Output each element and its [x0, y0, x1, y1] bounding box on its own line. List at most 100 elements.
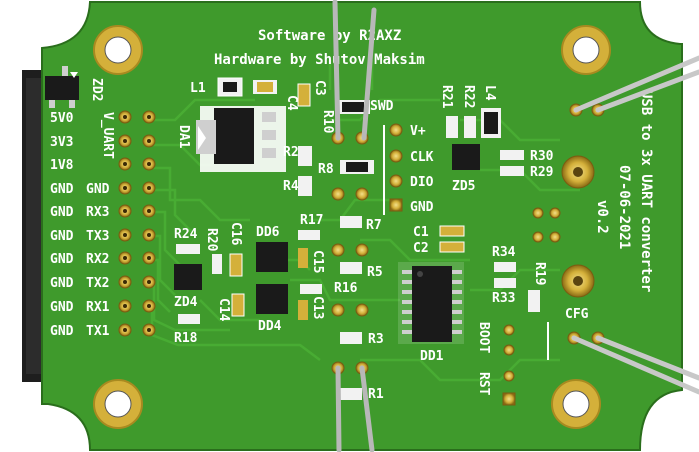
boot-rst-pads — [502, 324, 516, 406]
c1-component — [439, 225, 465, 237]
label-r17: R17 — [300, 213, 323, 228]
label-r16: R16 — [334, 281, 358, 296]
label-c1: C1 — [413, 225, 429, 240]
r16-component — [300, 284, 322, 294]
label-c2: C2 — [413, 241, 429, 256]
label-dd6: DD6 — [256, 225, 280, 240]
version-label: v0.2 — [594, 200, 610, 234]
swd-pin-dio: DIO — [410, 175, 434, 190]
label-r19: R19 — [532, 262, 547, 285]
label-r20: R20 — [204, 228, 219, 252]
header-line-2: Hardware by Shutov Maksim — [214, 52, 425, 68]
label-c13: C13 — [310, 296, 325, 319]
zd5-component — [452, 144, 480, 170]
vias-right — [532, 207, 561, 243]
dd4-chip — [256, 284, 288, 314]
label-r3: R3 — [368, 332, 384, 347]
label-c14: C14 — [216, 298, 231, 322]
c16-component — [229, 253, 243, 277]
label-dd1: DD1 — [420, 349, 444, 364]
swd-pin-clk: CLK — [410, 150, 434, 165]
label-c15: C15 — [310, 250, 325, 273]
swd-pads — [389, 123, 403, 212]
label-c16: C16 — [228, 222, 243, 246]
dd1-chip — [398, 262, 464, 344]
wire-leads — [332, 0, 699, 452]
r33-component — [494, 278, 516, 288]
r22-component — [464, 116, 476, 138]
center-vias — [331, 131, 369, 375]
side-title: USB to 3x UART converter — [638, 90, 654, 292]
label-gnd-4: GND — [50, 252, 74, 267]
label-r33: R33 — [492, 291, 515, 306]
mounting-hole-top-left — [93, 25, 143, 75]
pin-header-left — [118, 110, 156, 337]
label-r30: R30 — [530, 149, 554, 164]
label-r8: R8 — [318, 162, 334, 177]
label-rx3: RX3 — [86, 205, 109, 220]
label-r21: R21 — [439, 85, 454, 109]
version-group: v0.2 — [594, 200, 610, 234]
da1-regulator — [196, 106, 286, 172]
date-label: 07-06-2021 — [616, 165, 632, 249]
label-c3: C3 — [312, 80, 327, 96]
c2-component — [439, 241, 465, 253]
label-l4: L4 — [482, 85, 497, 101]
label-r29: R29 — [530, 165, 553, 180]
l1-component — [217, 77, 277, 97]
r1-component — [340, 388, 362, 400]
label-gnd-7: GND — [50, 324, 74, 339]
label-r34: R34 — [492, 245, 516, 260]
mounting-hole-top-right — [561, 25, 611, 75]
r18-component — [178, 314, 200, 324]
label-gnd-2: GND — [50, 205, 74, 220]
r10-body — [342, 102, 364, 112]
r5-component — [340, 262, 362, 274]
label-r7: R7 — [366, 218, 382, 233]
label-r10: R10 — [320, 110, 335, 134]
r20-component — [212, 254, 222, 274]
header-line-1: Software by R2AXZ — [258, 28, 401, 44]
swd-title: SWD — [370, 99, 394, 114]
date-group: 07-06-2021 — [616, 165, 632, 249]
c13-component — [298, 300, 308, 320]
label-r18: R18 — [174, 331, 198, 346]
r2-component — [298, 146, 312, 166]
mounting-hole-bottom-right — [551, 379, 601, 429]
label-c4: C4 — [284, 95, 299, 111]
label-3v3: 3V3 — [50, 135, 73, 150]
r17-component — [298, 230, 320, 240]
zd2-component — [45, 66, 79, 108]
zd4-chip — [174, 264, 202, 290]
label-da1: DA1 — [176, 125, 191, 149]
r3-component — [340, 332, 362, 344]
label-rx1: RX1 — [86, 300, 110, 315]
label-tx2: TX2 — [86, 276, 109, 291]
label-zd4: ZD4 — [174, 295, 198, 310]
label-r2: R2 — [283, 145, 299, 160]
r29-component — [500, 166, 524, 176]
c15-component — [298, 248, 308, 268]
label-1v8: 1V8 — [50, 158, 74, 173]
label-r4: R4 — [283, 179, 299, 194]
label-gnd-5: GND — [50, 276, 74, 291]
label-tx3: TX3 — [86, 229, 109, 244]
label-boot: BOOT — [476, 322, 491, 353]
label-zd5: ZD5 — [452, 179, 475, 194]
swd-pin-vplus: V+ — [410, 124, 426, 139]
v-uart-label: V_UART — [100, 112, 115, 159]
l4-body — [484, 112, 498, 134]
c4-component — [297, 83, 311, 107]
r34-component — [494, 262, 516, 272]
label-zd2: ZD2 — [89, 78, 104, 101]
label-rx2: RX2 — [86, 252, 109, 267]
label-r24: R24 — [174, 227, 198, 242]
label-rst: RST — [476, 372, 491, 396]
r30-component — [500, 150, 524, 160]
side-title-group: USB to 3x UART converter — [638, 90, 654, 292]
label-r5: R5 — [367, 265, 383, 280]
swd-pin-gnd: GND — [410, 200, 434, 215]
r21-component — [446, 116, 458, 138]
label-r1: R1 — [368, 387, 384, 402]
